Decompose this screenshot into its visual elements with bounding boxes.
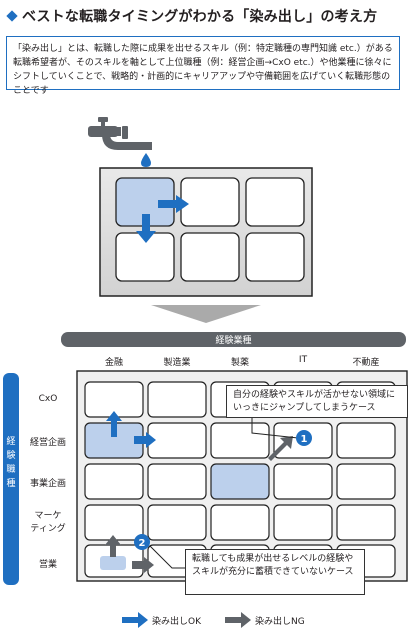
callout-1-leader — [251, 414, 299, 439]
callout-1: 自分の経験やスキルが活かせない領域にいっきにジャンプしてしまうケース — [226, 385, 408, 418]
industry-label-realestate: 不動産 — [352, 358, 380, 368]
role-axis-bar — [3, 373, 19, 585]
arrow-down-icon — [136, 214, 156, 243]
arrow-up-icon — [106, 411, 122, 437]
legend-ng-arrow-icon — [225, 612, 251, 628]
small-skill-block — [100, 556, 126, 570]
role-axis-label: 経験職種 — [6, 437, 16, 489]
industry-label-it: IT — [298, 355, 308, 365]
legend-ok-label: 染み出しOK — [152, 617, 201, 627]
industry-label-pharma: 製薬 — [230, 358, 249, 368]
faucet-icon — [88, 117, 152, 150]
role-label-corporate-planning: 経営企画 — [29, 438, 66, 448]
chevron-down-icon — [151, 305, 261, 323]
industry-label-manufacturing: 製造業 — [163, 358, 191, 368]
arrow-right-icon — [158, 195, 189, 213]
top-cells — [115, 177, 305, 282]
page-title: ベストな転職タイミングがわかる「染み出し」の考え方 — [22, 9, 378, 25]
water-drop-icon — [141, 153, 151, 167]
callout-1-text: 自分の経験やスキルが活かせない領域にいっきにジャンプしてしまうケース — [233, 390, 396, 413]
callout-2-text: 転職しても成果が出せるレベルの経験やスキルが充分に蓄積できていないケース — [192, 554, 354, 577]
legend-ng-label: 染み出しNG — [255, 617, 305, 627]
ng-arrow-diagonal-icon — [268, 436, 293, 461]
title-row: ベストな転職タイミングがわかる「染み出し」の考え方 — [4, 6, 377, 26]
arrow-right-icon — [134, 432, 156, 448]
industry-label-finance: 金融 — [104, 358, 123, 368]
ng-arrow-right-icon — [132, 557, 154, 573]
svg-text:2: 2 — [139, 538, 146, 549]
legend-ok-arrow-icon — [122, 612, 148, 628]
badge-2: 2 — [134, 534, 150, 550]
callout-2-leader — [149, 545, 185, 569]
intro-text: 「染み出し」とは、転職した際に成果を出せるスキル（例：特定職種の専門知識 etc… — [13, 44, 393, 96]
svg-text:1: 1 — [301, 434, 308, 445]
industry-axis-label: 経験業種 — [215, 336, 252, 346]
intro-box: 「染み出し」とは、転職した際に成果を出せるスキル（例：特定職種の専門知識 etc… — [6, 36, 400, 96]
badge-1: 1 — [296, 430, 312, 446]
industry-axis-bar — [61, 332, 406, 347]
role-label-business-planning: 事業企画 — [29, 479, 66, 489]
callout-2: 転職しても成果が出せるレベルの経験やスキルが充分に蓄積できていないケース — [185, 549, 365, 595]
role-label-sales: 営業 — [38, 560, 57, 570]
role-label-marketing: マーケ ティング — [30, 511, 66, 534]
ng-arrow-up-icon — [105, 535, 121, 557]
role-label-cxo: CxO — [38, 394, 58, 404]
